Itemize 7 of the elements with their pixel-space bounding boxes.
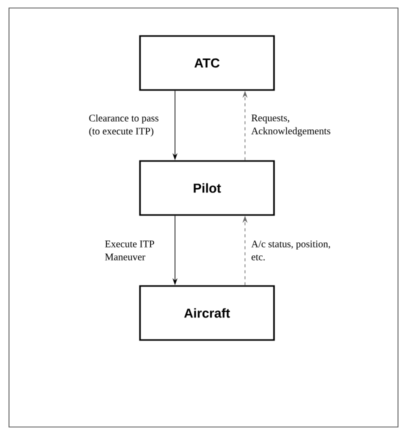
edge-label: A/c status, position, etc. (251, 240, 330, 260)
edge-label: Requests, Acknowledgements (251, 114, 330, 136)
edge-label: Execute ITP Maneuver (105, 240, 154, 260)
edge-label: Clearance to pass (to execute ITP) (89, 114, 158, 137)
process-box: Aircraft (139, 285, 275, 341)
process-box: ATC (139, 35, 275, 91)
process-box: Pilot (139, 160, 275, 216)
